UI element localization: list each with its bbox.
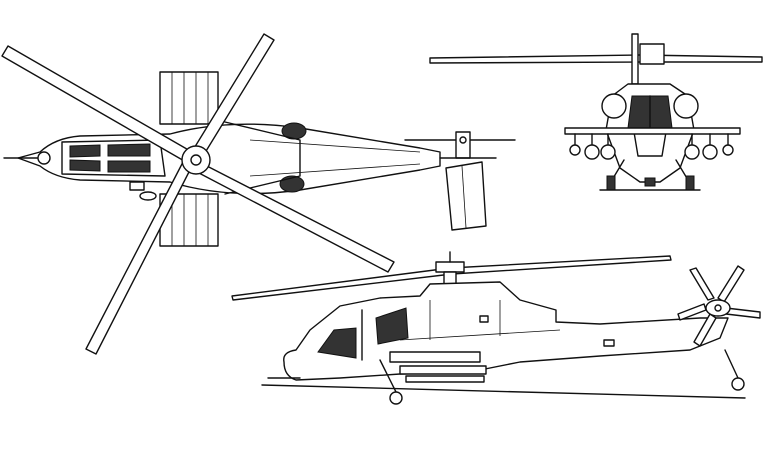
top-view-tail-fin [445, 161, 487, 231]
side-view-canopy [317, 307, 409, 361]
front-view-wings [564, 127, 741, 160]
top-view-canopy [61, 139, 166, 177]
side-view-weapons [267, 351, 487, 383]
ground-line [261, 384, 746, 399]
top-view-tail-rotor [404, 131, 516, 159]
top-view-main-rotor [1, 33, 395, 355]
front-view-main-rotor [429, 33, 763, 85]
side-view-main-rotor [231, 251, 672, 301]
top-view [1, 33, 516, 355]
front-view-landing-gear [599, 159, 701, 191]
side-view-landing-gear [379, 349, 745, 405]
front-view [429, 33, 763, 191]
side-view [231, 251, 761, 405]
side-view-tail-rotor [677, 265, 761, 347]
